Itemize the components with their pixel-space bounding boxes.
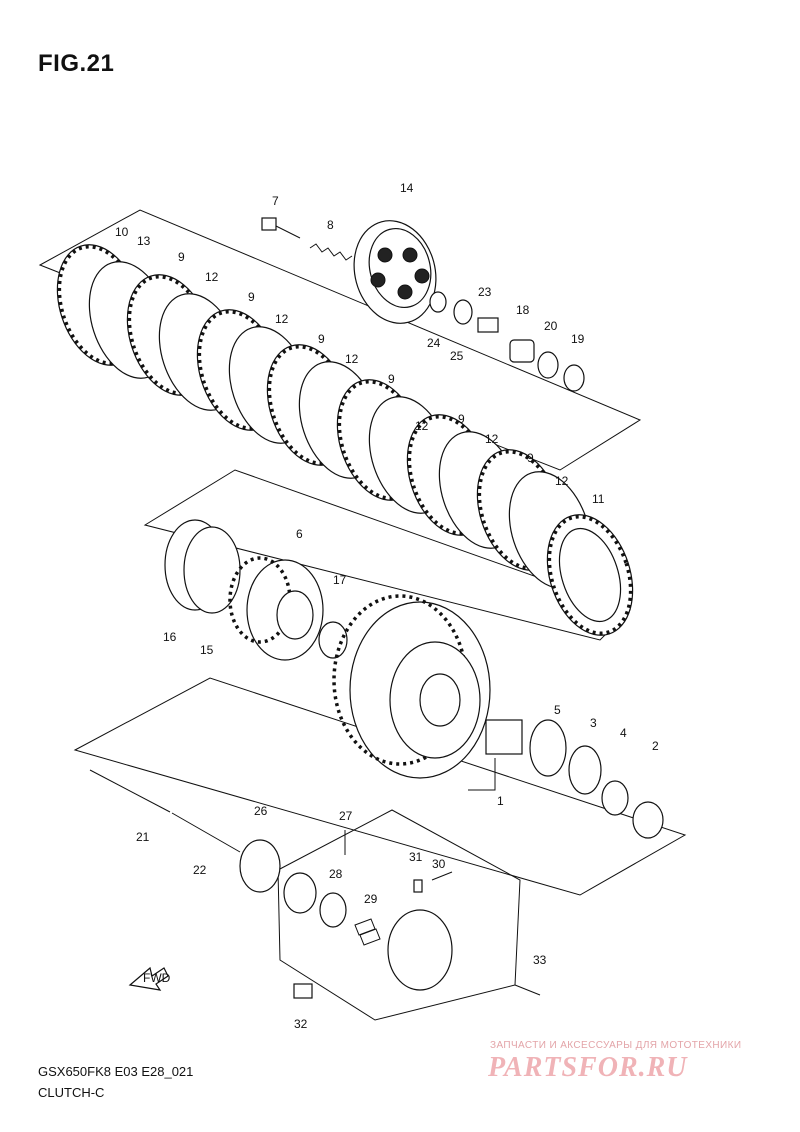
callout-30: 30 <box>432 857 446 871</box>
callout-22: 22 <box>193 863 207 877</box>
callout-25: 25 <box>450 349 464 363</box>
callout-19: 19 <box>571 332 585 346</box>
callout-23: 23 <box>478 285 492 299</box>
callout-14: 14 <box>400 181 414 195</box>
spring-29 <box>354 918 381 946</box>
washer-19 <box>563 364 585 392</box>
callout-33: 33 <box>533 953 547 967</box>
washer-20 <box>537 351 559 379</box>
callout-9c: 9 <box>318 332 325 346</box>
release-cylinder <box>387 909 453 991</box>
washer-24 <box>429 291 447 313</box>
callout-12f: 12 <box>555 474 569 488</box>
callout-15: 15 <box>200 643 214 657</box>
washer-4 <box>601 780 629 816</box>
washer-3 <box>568 745 602 795</box>
callout-21: 21 <box>136 830 150 844</box>
dowel-pin-32 <box>293 983 313 999</box>
callout-29: 29 <box>364 892 378 906</box>
diagram-code: GSX650FK8 E03 E28_021 <box>38 1064 194 1079</box>
clutch-housing <box>332 594 491 779</box>
callout-2: 2 <box>652 739 659 753</box>
callout-11: 11 <box>592 492 605 506</box>
figure-title: FIG.21 <box>38 50 115 77</box>
callout-4: 4 <box>620 726 627 740</box>
callout-12d: 12 <box>415 419 429 433</box>
callout-12a: 12 <box>205 270 219 284</box>
bearing-25 <box>453 299 473 325</box>
callout-28: 28 <box>329 867 343 881</box>
fwd-arrow-icon <box>128 966 169 991</box>
bolt-33 <box>514 984 541 996</box>
oil-seal-26 <box>239 839 281 893</box>
callout-9a: 9 <box>178 250 185 264</box>
callout-12c: 12 <box>345 352 359 366</box>
push-rod-21 <box>89 769 171 813</box>
washer-17 <box>318 621 348 659</box>
callout-17: 17 <box>333 573 347 587</box>
spring-8 <box>309 243 353 261</box>
clutch-plate-stack <box>56 244 634 636</box>
callout-24: 24 <box>427 336 441 350</box>
callout-31: 31 <box>409 850 423 864</box>
callout-9d: 9 <box>388 372 395 386</box>
bolt-7 <box>261 217 301 239</box>
callout-16: 16 <box>163 630 177 644</box>
watermark-logo: PARTSFOR.RU <box>488 1052 688 1083</box>
callout-13: 13 <box>137 234 151 248</box>
callout-32: 32 <box>294 1017 308 1031</box>
callout-8: 8 <box>327 218 334 232</box>
cap-31 <box>413 879 423 893</box>
callout-7: 7 <box>272 194 279 208</box>
callout-26: 26 <box>254 804 268 818</box>
seal-28 <box>319 892 347 928</box>
clutch-hub <box>228 556 324 661</box>
needle-bearing-5 <box>529 719 567 777</box>
ring-15 <box>183 526 241 614</box>
spacer-2 <box>632 801 664 839</box>
release-group-frame <box>277 809 521 1021</box>
sleeve <box>485 719 523 755</box>
callout-10: 10 <box>115 225 129 239</box>
pressure-plate <box>353 220 437 324</box>
callout-20: 20 <box>544 319 558 333</box>
callout-9b: 9 <box>248 290 255 304</box>
callout-12b: 12 <box>275 312 289 326</box>
callout-12e: 12 <box>485 432 499 446</box>
leader-1 <box>468 758 496 791</box>
watermark-tagline: ЗАПЧАСТИ И АКСЕССУАРЫ ДЛЯ МОТОТЕХНИКИ <box>490 1040 742 1051</box>
callout-9e: 9 <box>458 412 465 426</box>
rod-23 <box>477 317 499 333</box>
release-piston <box>283 872 317 914</box>
bleeder-30 <box>431 871 453 881</box>
callout-3: 3 <box>590 716 597 730</box>
callout-27: 27 <box>339 809 353 823</box>
diagram-name: CLUTCH-C <box>38 1085 105 1100</box>
push-rod-22 <box>171 812 241 853</box>
callout-1: 1 <box>497 794 504 808</box>
callout-6: 6 <box>296 527 303 541</box>
callout-9f: 9 <box>527 451 534 465</box>
housing-group-frame <box>73 677 687 896</box>
nut-18 <box>509 339 535 363</box>
callout-18: 18 <box>516 303 530 317</box>
callout-5: 5 <box>554 703 561 717</box>
fwd-label: FWD <box>143 971 171 985</box>
